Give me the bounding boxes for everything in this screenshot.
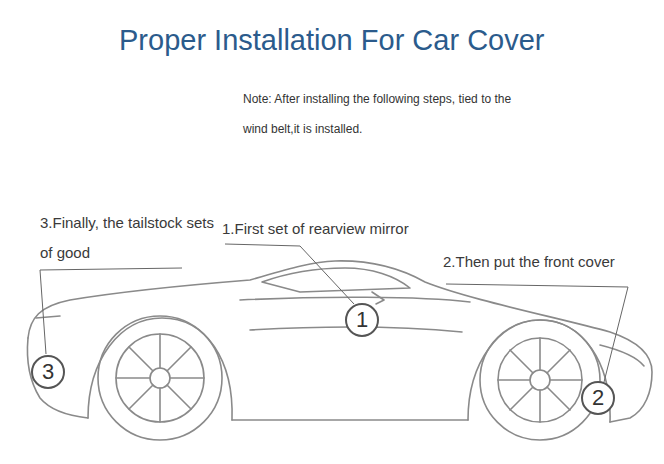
note-text: Note: After installing the following ste…: [243, 84, 518, 144]
diagram-title: Proper Installation For Car Cover: [119, 24, 545, 57]
step-label: 3.Finally, the tailstock sets of good: [40, 208, 215, 268]
callout-circle: 2: [581, 381, 615, 415]
callout-number: 1: [356, 309, 368, 331]
step-label: 1.First set of rearview mirror: [222, 214, 442, 244]
callout-number: 2: [592, 387, 604, 409]
step-label: 2.Then put the front cover: [443, 247, 653, 277]
callout-circle: 1: [345, 303, 379, 337]
callout-number: 3: [42, 361, 54, 383]
callout-circle: 3: [31, 355, 65, 389]
